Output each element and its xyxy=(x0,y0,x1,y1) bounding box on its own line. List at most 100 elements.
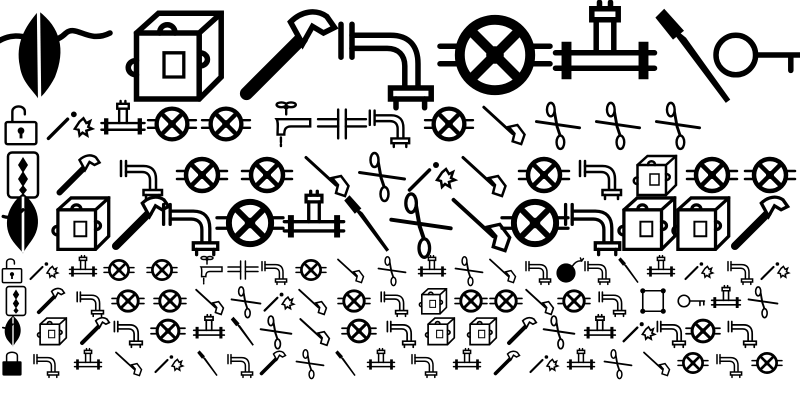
valve-wheel-icon xyxy=(423,106,475,142)
match-spark-icon xyxy=(760,262,791,281)
hammer-icon xyxy=(493,350,521,376)
puzzle-cube-icon xyxy=(51,196,111,252)
puzzle-cube-icon xyxy=(617,196,677,252)
axe-icon xyxy=(298,288,328,316)
pipe-joint-icon xyxy=(316,108,368,140)
scissors-icon xyxy=(534,101,582,151)
axe-icon xyxy=(525,288,555,316)
knife-icon xyxy=(197,350,218,377)
knife-icon xyxy=(230,316,254,346)
puzzle-cube-icon xyxy=(466,317,498,346)
valve-wheel-icon xyxy=(175,156,229,194)
tee-pipe-icon xyxy=(192,313,226,339)
elbow-pipe-icon xyxy=(380,291,409,318)
match-spark-icon xyxy=(154,355,185,374)
hammer-icon xyxy=(259,350,287,376)
scissors-icon xyxy=(594,101,642,151)
bomb-icon xyxy=(556,257,585,283)
puzzle-cube-icon xyxy=(424,317,456,346)
elbow-pipe-icon xyxy=(161,202,220,257)
key-icon xyxy=(713,32,800,78)
knife-icon xyxy=(618,257,639,284)
puzzle-cube-icon xyxy=(671,196,731,252)
match-spark-icon xyxy=(622,322,657,343)
elbow-pipe-icon xyxy=(656,320,687,349)
match-spark-icon xyxy=(407,162,459,192)
scissors-icon xyxy=(654,101,702,151)
scissors-icon xyxy=(603,349,633,380)
padlock-closed-icon xyxy=(2,351,22,376)
elbow-pipe-icon xyxy=(338,21,434,111)
faucet-icon xyxy=(274,101,312,148)
hammer-icon xyxy=(111,195,172,251)
valve-wheel-icon xyxy=(200,106,252,142)
elbow-pipe-icon xyxy=(584,260,611,286)
axe-icon xyxy=(461,156,507,198)
axe-icon xyxy=(115,351,143,377)
pipe-joint-icon xyxy=(227,260,259,280)
puzzle-cube-icon xyxy=(125,10,224,102)
faucet-icon xyxy=(199,255,223,285)
elbow-pipe-icon xyxy=(386,320,417,349)
leaf-icon xyxy=(1,193,39,254)
valve-wheel-icon xyxy=(685,318,721,344)
scissors-icon xyxy=(389,192,453,259)
valve-wheel-icon xyxy=(517,156,571,194)
square-frame-icon xyxy=(640,288,666,314)
scissors-icon xyxy=(747,286,779,319)
hammer-icon xyxy=(507,316,538,345)
tee-pipe-icon xyxy=(282,189,346,238)
valve-wheel-icon xyxy=(146,259,178,281)
puzzle-cube-icon xyxy=(36,317,68,346)
elbow-pipe-icon xyxy=(727,320,758,349)
axe-icon xyxy=(489,258,517,284)
match-spark-icon xyxy=(263,292,296,312)
tee-pipe-icon xyxy=(73,347,103,370)
knife-icon xyxy=(655,8,731,103)
diamond-card-icon xyxy=(6,151,40,199)
hammer-icon xyxy=(80,316,111,345)
elbow-pipe-icon xyxy=(261,260,288,286)
elbow-pipe-icon xyxy=(563,202,622,257)
valve-wheel-icon xyxy=(341,318,377,344)
valve-wheel-icon xyxy=(677,352,709,374)
match-spark-icon xyxy=(684,262,715,281)
tee-pipe-icon xyxy=(366,347,396,370)
tee-pipe-icon xyxy=(710,284,742,309)
knife-icon xyxy=(335,350,356,377)
elbow-pipe-icon xyxy=(227,353,254,379)
elbow-pipe-icon xyxy=(368,109,411,149)
scissors-icon xyxy=(259,315,293,350)
tee-pipe-icon xyxy=(68,254,98,277)
tee-pipe-icon xyxy=(552,0,658,80)
axe-icon xyxy=(299,318,331,347)
elbow-pipe-icon xyxy=(578,159,623,201)
valve-wheel-icon xyxy=(743,156,797,194)
elbow-pipe-icon xyxy=(411,353,438,379)
valve-wheel-icon xyxy=(489,289,523,313)
valve-wheel-icon xyxy=(103,259,135,281)
elbow-pipe-icon xyxy=(113,320,144,349)
elbow-pipe-icon xyxy=(33,353,60,379)
tee-pipe-icon xyxy=(646,254,676,277)
valve-wheel-icon xyxy=(150,318,186,344)
axe-icon xyxy=(482,105,526,146)
hammer-icon xyxy=(730,195,791,251)
puzzle-cube-icon xyxy=(632,154,678,197)
scissors-icon xyxy=(542,315,576,350)
valve-wheel-icon xyxy=(153,289,187,313)
elbow-pipe-icon xyxy=(727,260,754,286)
valve-wheel-icon xyxy=(751,352,783,374)
axe-icon xyxy=(451,197,512,253)
elbow-pipe-icon xyxy=(76,291,105,318)
tee-pipe-icon xyxy=(100,99,146,135)
elbow-pipe-icon xyxy=(716,353,743,379)
axe-icon xyxy=(195,288,225,316)
tee-pipe-icon xyxy=(583,313,617,339)
valve-wheel-icon xyxy=(146,106,198,142)
knife-icon xyxy=(344,195,390,252)
axe-icon xyxy=(643,351,671,377)
valve-wheel-icon xyxy=(240,156,294,194)
axe-icon xyxy=(304,156,350,198)
